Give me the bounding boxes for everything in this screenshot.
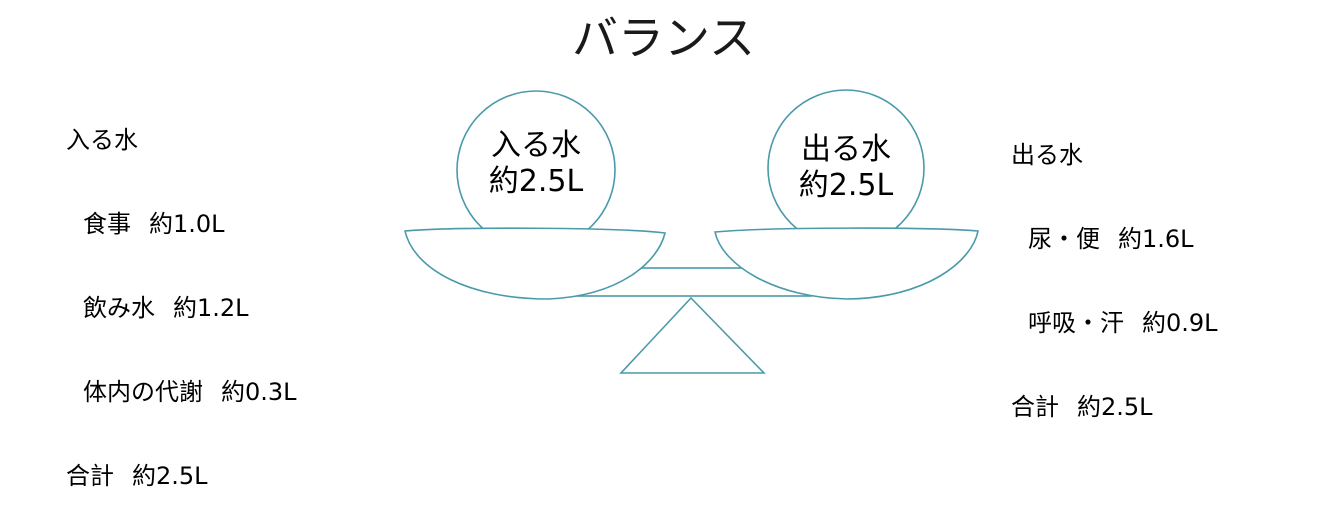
output-panel: 出る水 尿・便約1.6L 呼吸・汗約0.9L 合計約2.5L [1011, 85, 1218, 449]
intake-item-label: 飲み水 [83, 294, 155, 322]
intake-item-amount: 約0.3L [221, 378, 297, 406]
right-ball-amount: 約2.5L [798, 168, 894, 203]
intake-heading: 入る水 [66, 126, 138, 154]
left-ball-text: 入る水 約2.5L [451, 128, 621, 200]
output-item-label: 尿・便 [1028, 225, 1100, 253]
output-item-urine: 尿・便約1.6L [1011, 225, 1218, 253]
diagram-title: バランス [571, 11, 756, 65]
output-total-label: 合計 [1011, 393, 1059, 421]
right-pan [714, 227, 979, 300]
output-item-amount: 約0.9L [1142, 309, 1218, 337]
intake-item-food: 食事約1.0L [66, 210, 297, 238]
right-ball-label: 出る水 [801, 132, 891, 167]
intake-total-label: 合計 [66, 462, 114, 490]
right-ball-text: 出る水 約2.5L [761, 132, 931, 204]
balance-scale-shapes [404, 89, 979, 374]
output-item-breath: 呼吸・汗約0.9L [1011, 309, 1218, 337]
intake-item-label: 食事 [83, 210, 131, 238]
intake-item-amount: 約1.0L [149, 210, 225, 238]
intake-item-label: 体内の代謝 [83, 378, 203, 406]
balance-scale [404, 89, 979, 374]
intake-item-drink: 飲み水約1.2L [66, 294, 297, 322]
intake-item-amount: 約1.2L [173, 294, 249, 322]
output-item-label: 呼吸・汗 [1028, 309, 1124, 337]
intake-total: 合計約2.5L [66, 462, 297, 490]
left-pan [404, 227, 666, 300]
intake-total-amount: 約2.5L [132, 462, 208, 490]
output-item-amount: 約1.6L [1118, 225, 1194, 253]
left-ball-label: 入る水 [491, 128, 581, 163]
intake-item-metabolism: 体内の代謝約0.3L [66, 378, 297, 406]
scale-fulcrum [619, 296, 766, 374]
output-total-amount: 約2.5L [1077, 393, 1153, 421]
left-ball-amount: 約2.5L [488, 164, 584, 199]
output-heading: 出る水 [1011, 141, 1083, 169]
output-total: 合計約2.5L [1011, 393, 1218, 421]
